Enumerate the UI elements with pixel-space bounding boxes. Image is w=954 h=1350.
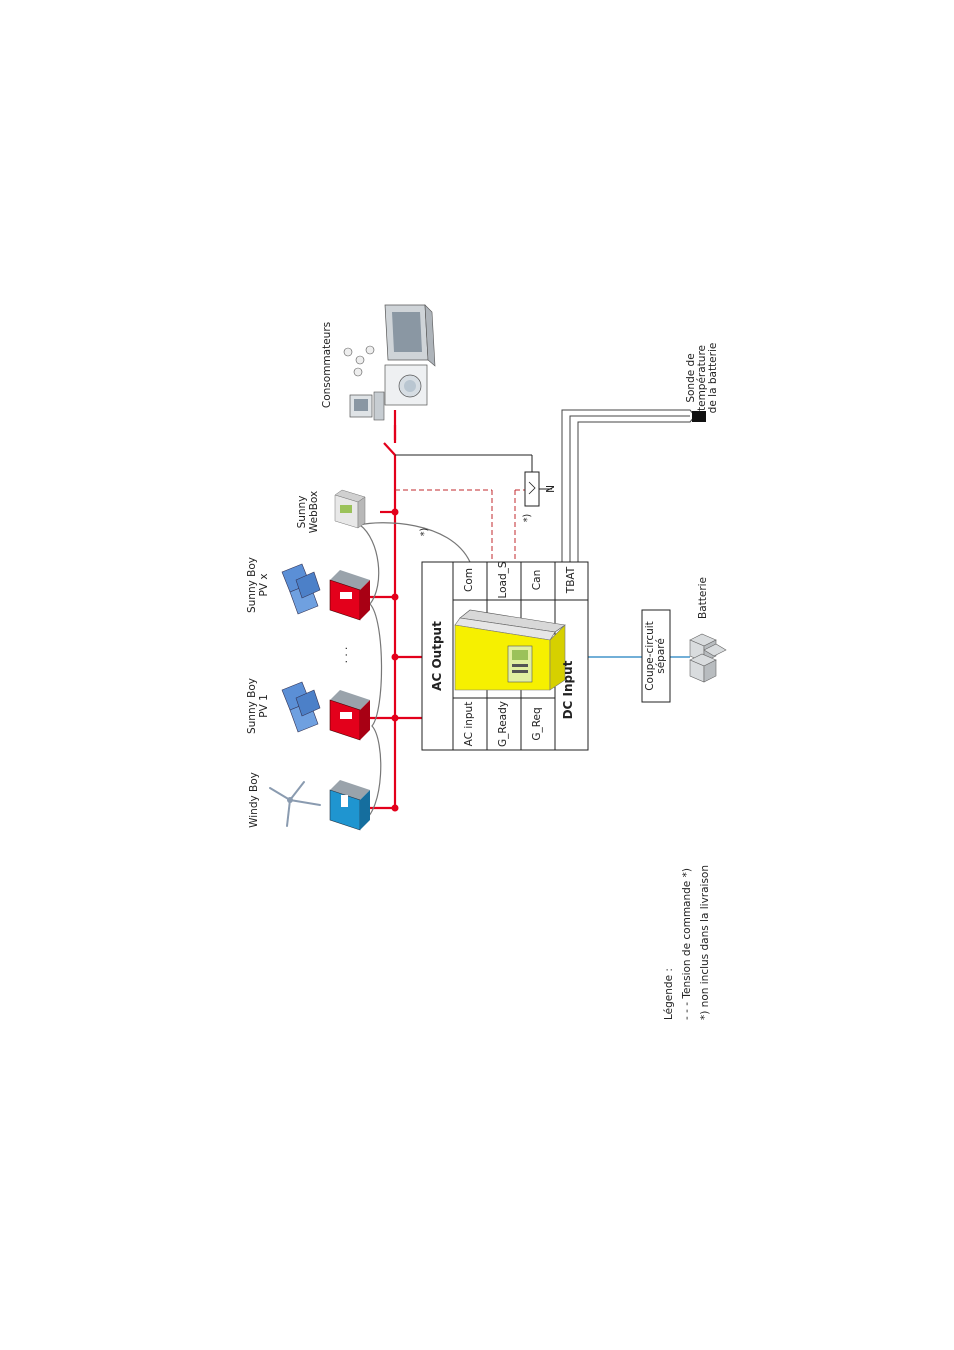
- sunny-island-inverter: [454, 609, 566, 691]
- pv-panels-1-icon: [281, 681, 321, 733]
- sunny-boy-x-inverter: [329, 570, 370, 621]
- terminal-ac-input: AC input: [463, 702, 475, 747]
- terminal-g-ready: G_Ready: [497, 701, 509, 747]
- bus-junctions: [391, 508, 399, 812]
- temperature-sensor: [692, 411, 706, 422]
- tbat-cable: [561, 409, 696, 562]
- sunny-boy-1-inverter: [329, 690, 370, 741]
- legend: Légende : - - - Tension de commande *) *…: [663, 865, 711, 1020]
- footnote-mark-com: *): [419, 528, 430, 536]
- battery-icon: [689, 633, 727, 683]
- separate-breaker-box: [641, 609, 671, 703]
- terminal-g-req: G_Req: [531, 707, 543, 740]
- sunny-boy-1-label-line2: PV 1: [258, 694, 270, 718]
- terminal-can: Can: [531, 570, 543, 590]
- windy-boy-label: Windy Boy: [248, 772, 260, 828]
- disconnect-switch: [383, 425, 397, 456]
- windy-boy-inverter: [329, 780, 370, 831]
- control-voltage-lines: [395, 489, 525, 562]
- battery-label: Batterie: [697, 577, 709, 619]
- relay-n-label: N: [545, 485, 557, 493]
- ac-output-label: AC Output: [430, 621, 444, 691]
- terminal-tbat: TBAT: [565, 566, 577, 594]
- legend-control-voltage: - - - Tension de commande *): [681, 868, 693, 1020]
- terminal-com: Com: [463, 568, 475, 592]
- com-cable: [358, 522, 471, 823]
- relay: [395, 454, 552, 507]
- breaker-label-line1: Coupe-circuit: [644, 621, 656, 691]
- pv-panels-x-icon: [281, 563, 321, 615]
- webbox-label-line2: WebBox: [308, 491, 320, 533]
- dc-input-label: DC Input: [561, 660, 575, 719]
- sunny-boy-x-label-line2: PV x: [258, 573, 270, 596]
- footnote-mark-relay: *): [522, 514, 533, 522]
- temp-sensor-label-line1: Sonde de: [685, 353, 697, 402]
- webbox-device: [334, 489, 366, 529]
- legend-not-included: *) non inclus dans la livraison: [699, 865, 711, 1020]
- wind-turbine-icon: [269, 781, 321, 827]
- sunny-boy-1-label-line1: Sunny Boy: [246, 678, 258, 734]
- consumers-label: Consommateurs: [321, 322, 333, 408]
- breaker-label-line2: séparé: [655, 638, 667, 674]
- terminal-load-s: Load_S: [497, 561, 509, 598]
- sunny-boy-x-label-line1: Sunny Boy: [246, 557, 258, 613]
- ac-bus: [366, 410, 422, 810]
- webbox-label-line1: Sunny: [296, 496, 308, 529]
- temp-sensor-label-line3: de la batterie: [707, 343, 719, 414]
- temp-sensor-label-line2: température: [696, 345, 708, 411]
- consumers-appliances-icon: [343, 304, 436, 421]
- ellipsis-more-inverters: · · ·: [341, 647, 353, 664]
- legend-title: Légende :: [663, 968, 675, 1020]
